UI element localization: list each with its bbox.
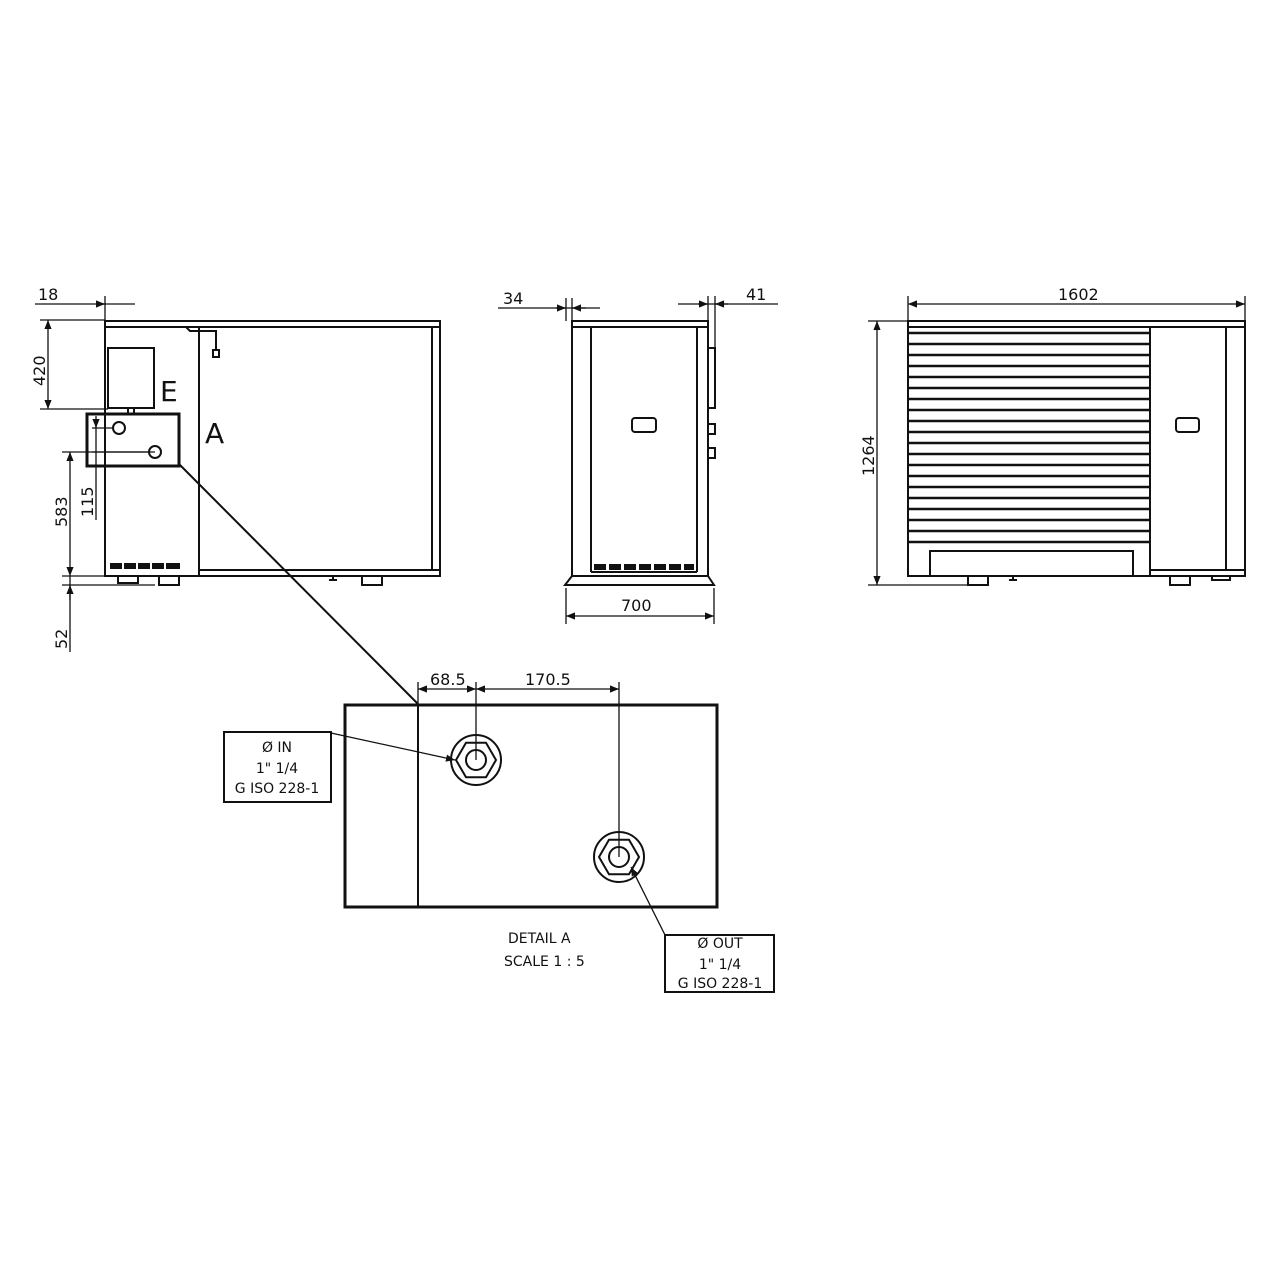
dim-52: 52 <box>52 629 71 649</box>
dim-34: 34 <box>503 289 523 308</box>
inlet-line-3: G ISO 228-1 <box>235 781 319 797</box>
dim-115: 115 <box>78 486 97 517</box>
detail-leader <box>178 463 419 705</box>
label-e: E <box>160 375 178 408</box>
inlet-line-1: Ø IN <box>262 740 292 756</box>
dim-18: 18 <box>38 285 58 304</box>
outlet-callout: Ø OUT 1" 1/4 G ISO 228-1 <box>630 866 775 993</box>
outlet-line-2: 1" 1/4 <box>699 957 741 973</box>
dim-583: 583 <box>52 496 71 527</box>
detail-a-view <box>343 682 719 909</box>
side-view-left <box>85 320 441 586</box>
outlet-line-3: G ISO 228-1 <box>678 976 762 992</box>
middle-dimensions: 34 41 700 <box>498 285 778 624</box>
front-view-middle <box>562 320 716 586</box>
right-dimensions: 1602 1264 <box>859 285 1246 586</box>
dim-700: 700 <box>621 596 652 615</box>
dim-170-5: 170.5 <box>525 670 571 689</box>
dim-1264: 1264 <box>859 435 878 476</box>
inlet-callout: Ø IN 1" 1/4 G ISO 228-1 <box>223 731 456 803</box>
left-dimensions: 18 420 583 115 52 <box>30 285 155 652</box>
dim-68-5: 68.5 <box>430 670 466 689</box>
inlet-line-2: 1" 1/4 <box>256 761 298 777</box>
detail-dimensions: 68.5 170.5 <box>418 670 619 693</box>
label-a: A <box>205 417 224 450</box>
dim-41: 41 <box>746 285 766 304</box>
fin-grille <box>908 331 1150 544</box>
dim-1602: 1602 <box>1058 285 1099 304</box>
outlet-line-1: Ø OUT <box>697 936 743 952</box>
rear-view-right <box>907 320 1246 586</box>
detail-title: DETAIL A <box>508 931 571 947</box>
detail-scale: SCALE 1 : 5 <box>504 954 585 970</box>
dim-420: 420 <box>30 355 49 386</box>
